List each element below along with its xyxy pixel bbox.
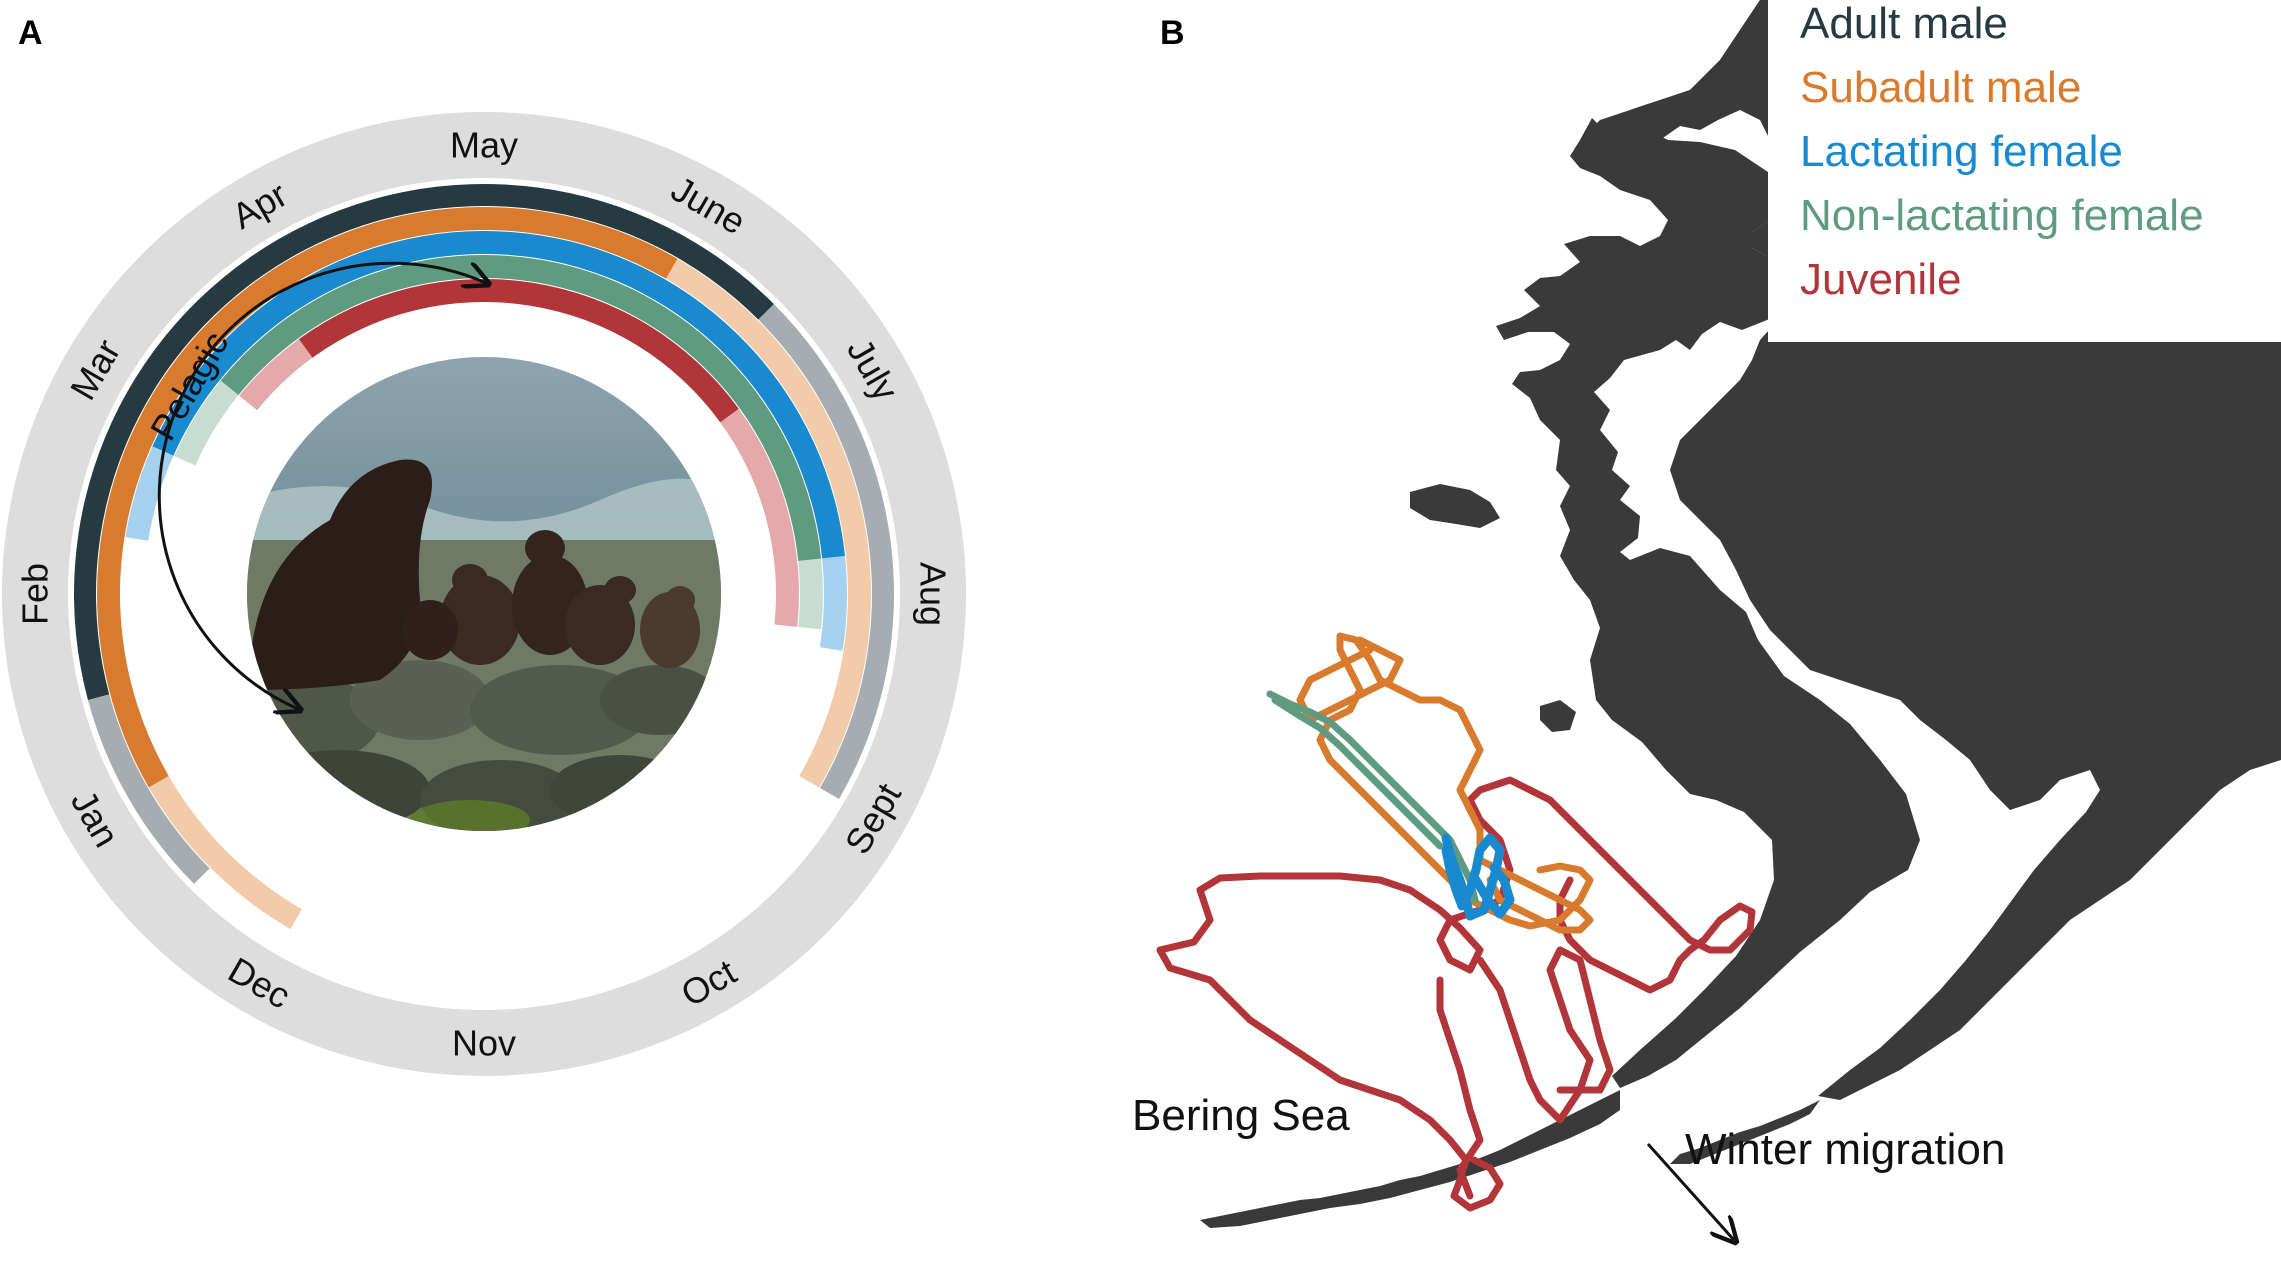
lactating-female-tracks	[1441, 833, 1515, 921]
ring-non-lactating-female-dark-0	[220, 255, 822, 561]
migration-arrow	[1646, 1142, 1734, 1240]
seal-photo	[247, 357, 721, 831]
legend-box	[1768, 0, 2281, 342]
subadult-male-tracks	[1296, 632, 1594, 934]
ring-juvenile-light-1	[720, 408, 800, 627]
ring-non-lactating-female-light-1	[798, 558, 824, 630]
sea-label: Bering Sea	[1132, 1091, 1350, 1140]
panel-a-label: A	[18, 14, 43, 52]
legend-adult-male: Adult male	[1800, 0, 2008, 48]
month-label-nov: Nov	[452, 1023, 516, 1064]
legend-juvenile: Juvenile	[1800, 255, 1961, 304]
ring-non-lactating-female-light-2	[174, 380, 239, 466]
panel-b-label: B	[1160, 14, 1185, 52]
ring-subadult-male-light-2	[148, 776, 302, 930]
ring-adult-male-light-2	[87, 694, 210, 884]
month-label-aug: Aug	[913, 562, 954, 626]
non-lactating-female-tracks	[1266, 690, 1479, 904]
migration-label: Winter migration	[1685, 1125, 2005, 1174]
month-label-may: May	[450, 125, 518, 166]
panel-b: B	[1132, 0, 2281, 1240]
ring-subadult-male-light-1	[666, 258, 871, 788]
panel-a: A JanFebMarAprMayJuneJulyAugSeptOctNovDe…	[2, 14, 966, 1076]
legend-lactating-female: Lactating female	[1800, 127, 2123, 176]
month-label-feb: Feb	[15, 563, 56, 625]
ring-adult-male-light-1	[758, 304, 894, 799]
pelagic-arrow	[157, 261, 486, 709]
ring-lactating-female-light-1	[819, 556, 848, 651]
legend-non-lactating-female: Non-lactating female	[1800, 191, 2204, 240]
ring-juvenile-dark-0	[298, 279, 739, 423]
legend-subadult-male: Subadult male	[1800, 63, 2081, 112]
